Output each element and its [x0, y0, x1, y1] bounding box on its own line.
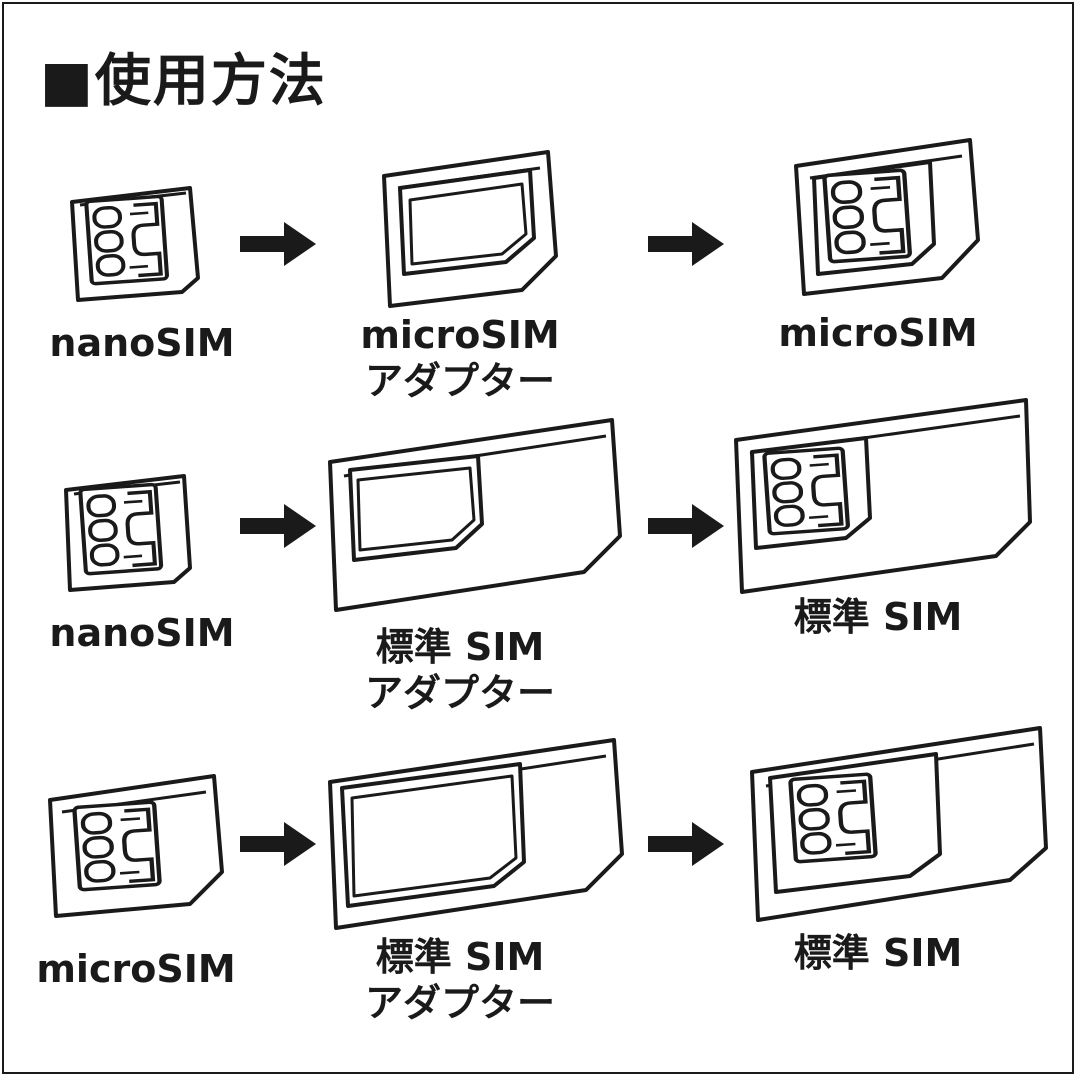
row1-result-microsim [794, 138, 980, 296]
row2-result-standard-sim [734, 398, 1032, 594]
row1-arrow-2 [648, 222, 724, 266]
row3-adapter-label-line2: アダプター [364, 981, 555, 1025]
row3-adapter-label-line1: 標準 SIM [375, 935, 545, 979]
row1-adapter-label-line1: microSIM [360, 313, 560, 357]
row2-adapter-label-line2: アダプター [364, 671, 555, 715]
row1-result-label: microSIM [778, 311, 978, 355]
row2-adapter-label-line1: 標準 SIM [375, 625, 545, 669]
row2-source-nanosim [64, 474, 192, 592]
row2-arrow-2 [648, 504, 724, 548]
row3-arrow-1 [240, 822, 316, 866]
row3-source-microsim [48, 774, 224, 918]
row3-result-label: 標準 SIM [793, 931, 963, 975]
row3-source-label: microSIM [36, 947, 236, 991]
row2-standard-sim-adapter [328, 418, 622, 612]
row3-adapter-label: 標準 SIM アダプター [310, 934, 610, 1026]
page-title: ■使用方法 [40, 49, 327, 114]
row3-arrow-2 [648, 822, 724, 866]
row3-standard-sim-adapter [328, 738, 624, 930]
row1-source-nanosim [70, 186, 200, 302]
row1-adapter-label-line2: アダプター [364, 359, 555, 403]
row1-arrow-1 [240, 222, 316, 266]
row3-result-standard-sim [750, 726, 1048, 922]
row2-source-label: nanoSIM [49, 611, 235, 655]
row2-arrow-1 [240, 504, 316, 548]
row2-result-label: 標準 SIM [793, 595, 963, 639]
row1-adapter-label: microSIM アダプター [310, 312, 610, 404]
row2-adapter-label: 標準 SIM アダプター [310, 624, 610, 716]
row1-source-label: nanoSIM [49, 321, 235, 365]
row1-microsim-adapter [382, 150, 558, 308]
